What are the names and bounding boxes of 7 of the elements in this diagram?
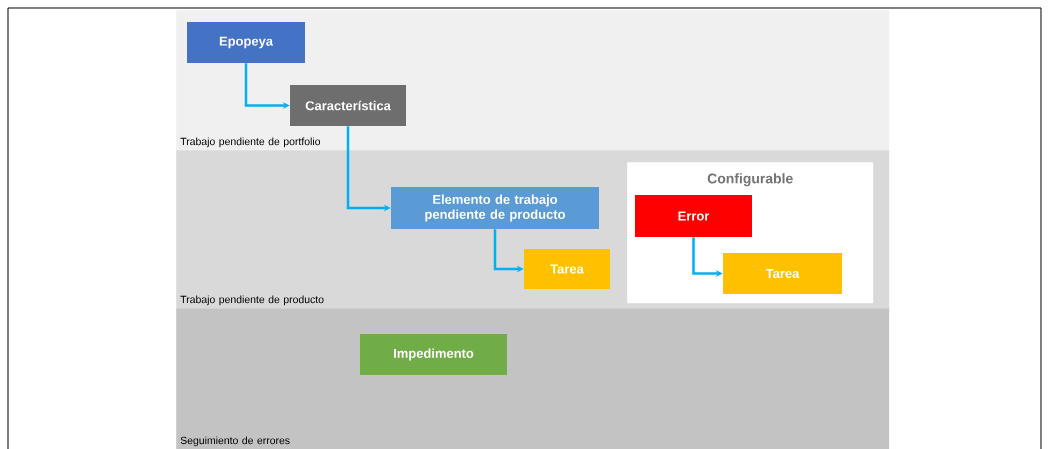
process-box: Característica [290, 85, 406, 126]
process-box: Tarea [524, 249, 610, 289]
process-box: Error [635, 195, 752, 237]
process-box: Impedimento [360, 334, 507, 375]
process-box: Tarea [723, 253, 842, 294]
process-box: Elemento de trabajo pendiente de producto [391, 187, 599, 229]
process-box: Epopeya [187, 22, 305, 63]
